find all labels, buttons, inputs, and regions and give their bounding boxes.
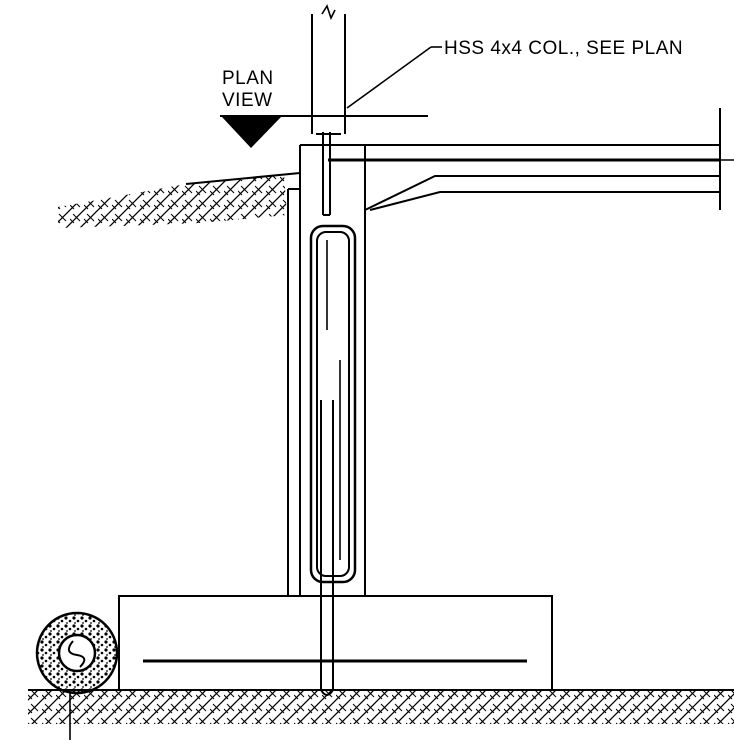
plan-view-label-line1: PLAN xyxy=(222,68,274,89)
anchor-dowel xyxy=(322,132,331,216)
grade-left xyxy=(58,172,301,228)
perforated-drain-gravel-icon xyxy=(35,611,119,740)
plan-view-triangle-icon xyxy=(220,115,428,148)
footing xyxy=(118,595,553,691)
slab-on-grade xyxy=(300,108,734,211)
column-callout-text: HSS 4x4 COL., SEE PLAN xyxy=(444,38,683,59)
foundation-wall xyxy=(287,144,366,596)
earth-below-footing xyxy=(28,689,734,724)
column-callout-leader xyxy=(346,46,442,109)
hss-column xyxy=(311,4,346,135)
plan-view-label-line2: VIEW xyxy=(222,90,273,111)
wall-reinforcement-hairpin xyxy=(309,224,357,696)
